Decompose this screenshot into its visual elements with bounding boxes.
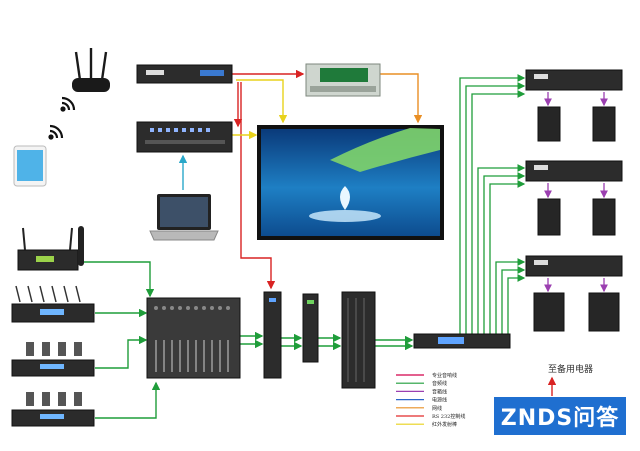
brand-logo: ZNDS问答 xyxy=(494,397,626,435)
central-control-host xyxy=(136,64,233,84)
speaker-pair-1 xyxy=(537,106,616,142)
legend-label: 网线 xyxy=(432,405,442,412)
brand-logo-text: ZNDS问答 xyxy=(500,406,620,431)
purple-speaker-lines xyxy=(544,92,608,293)
legend-label: 音箱线 xyxy=(432,388,447,395)
yellow-line-ctrl-to-screen xyxy=(236,79,288,124)
legend-label: 电源线 xyxy=(432,397,447,404)
speaker-pair-3 xyxy=(533,292,620,332)
audio-mixer xyxy=(146,297,241,379)
green-fanout-to-amps xyxy=(459,74,526,334)
wifi-signal-icon-2 xyxy=(48,124,64,140)
laptop-icon xyxy=(149,194,219,241)
wifi-signal-icon xyxy=(60,96,76,112)
green-line-handheld-mic xyxy=(82,261,155,298)
green-line-lapel-mic-1 xyxy=(95,335,148,369)
power-amplifier-1 xyxy=(525,69,623,91)
legend-label: 音频线 xyxy=(432,380,447,387)
red-line-to-processor xyxy=(240,82,276,290)
dsp-audio-processor xyxy=(413,333,511,349)
orange-line-relay-to-screen xyxy=(380,73,423,124)
lapel-mic-system-2 xyxy=(11,392,95,427)
legend-label: 红外发射棒 xyxy=(432,421,457,428)
conference-mic-system xyxy=(11,285,95,323)
wireless-handheld-mic xyxy=(17,226,84,271)
display-screen xyxy=(257,125,444,240)
power-amplifier-3 xyxy=(525,255,623,277)
compressor-unit xyxy=(302,293,319,363)
legend-label: RS 232控制线 xyxy=(432,413,465,420)
power-amplifier-2 xyxy=(525,160,623,182)
wifi-router-icon xyxy=(72,48,110,92)
legend-label: 专业音响线 xyxy=(432,372,457,379)
tablet-icon xyxy=(13,145,47,187)
destination-label: 至备用电器 xyxy=(548,363,593,375)
relay-control-box xyxy=(305,63,381,97)
video-matrix-switcher xyxy=(136,121,233,153)
equalizer-unit xyxy=(263,291,282,379)
processor-rack xyxy=(341,291,376,389)
lapel-mic-system-1 xyxy=(11,342,95,377)
green-line-lapel-mic-2 xyxy=(95,381,161,419)
speaker-pair-2 xyxy=(537,198,616,236)
